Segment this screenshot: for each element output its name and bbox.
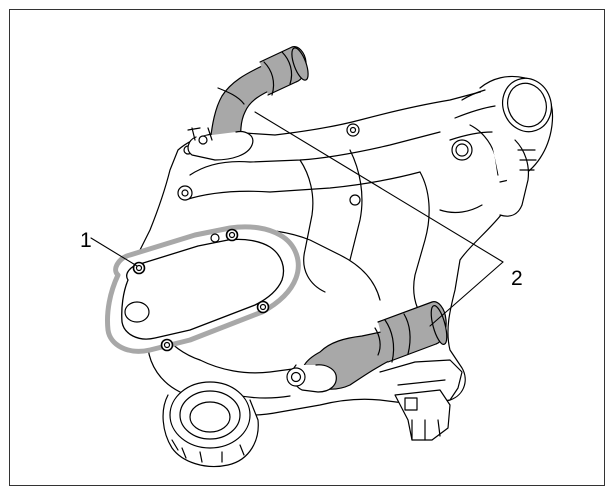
upper-hose <box>187 46 309 161</box>
callout-label-2: 2 <box>511 267 523 290</box>
lower-hose <box>286 301 448 393</box>
callout-label-1: 1 <box>80 229 92 252</box>
bottom-fitting <box>162 381 259 468</box>
leader-lines <box>90 111 504 327</box>
gasket-cover <box>105 224 301 354</box>
intake-duct <box>449 75 554 217</box>
electrical-connector <box>379 359 463 441</box>
